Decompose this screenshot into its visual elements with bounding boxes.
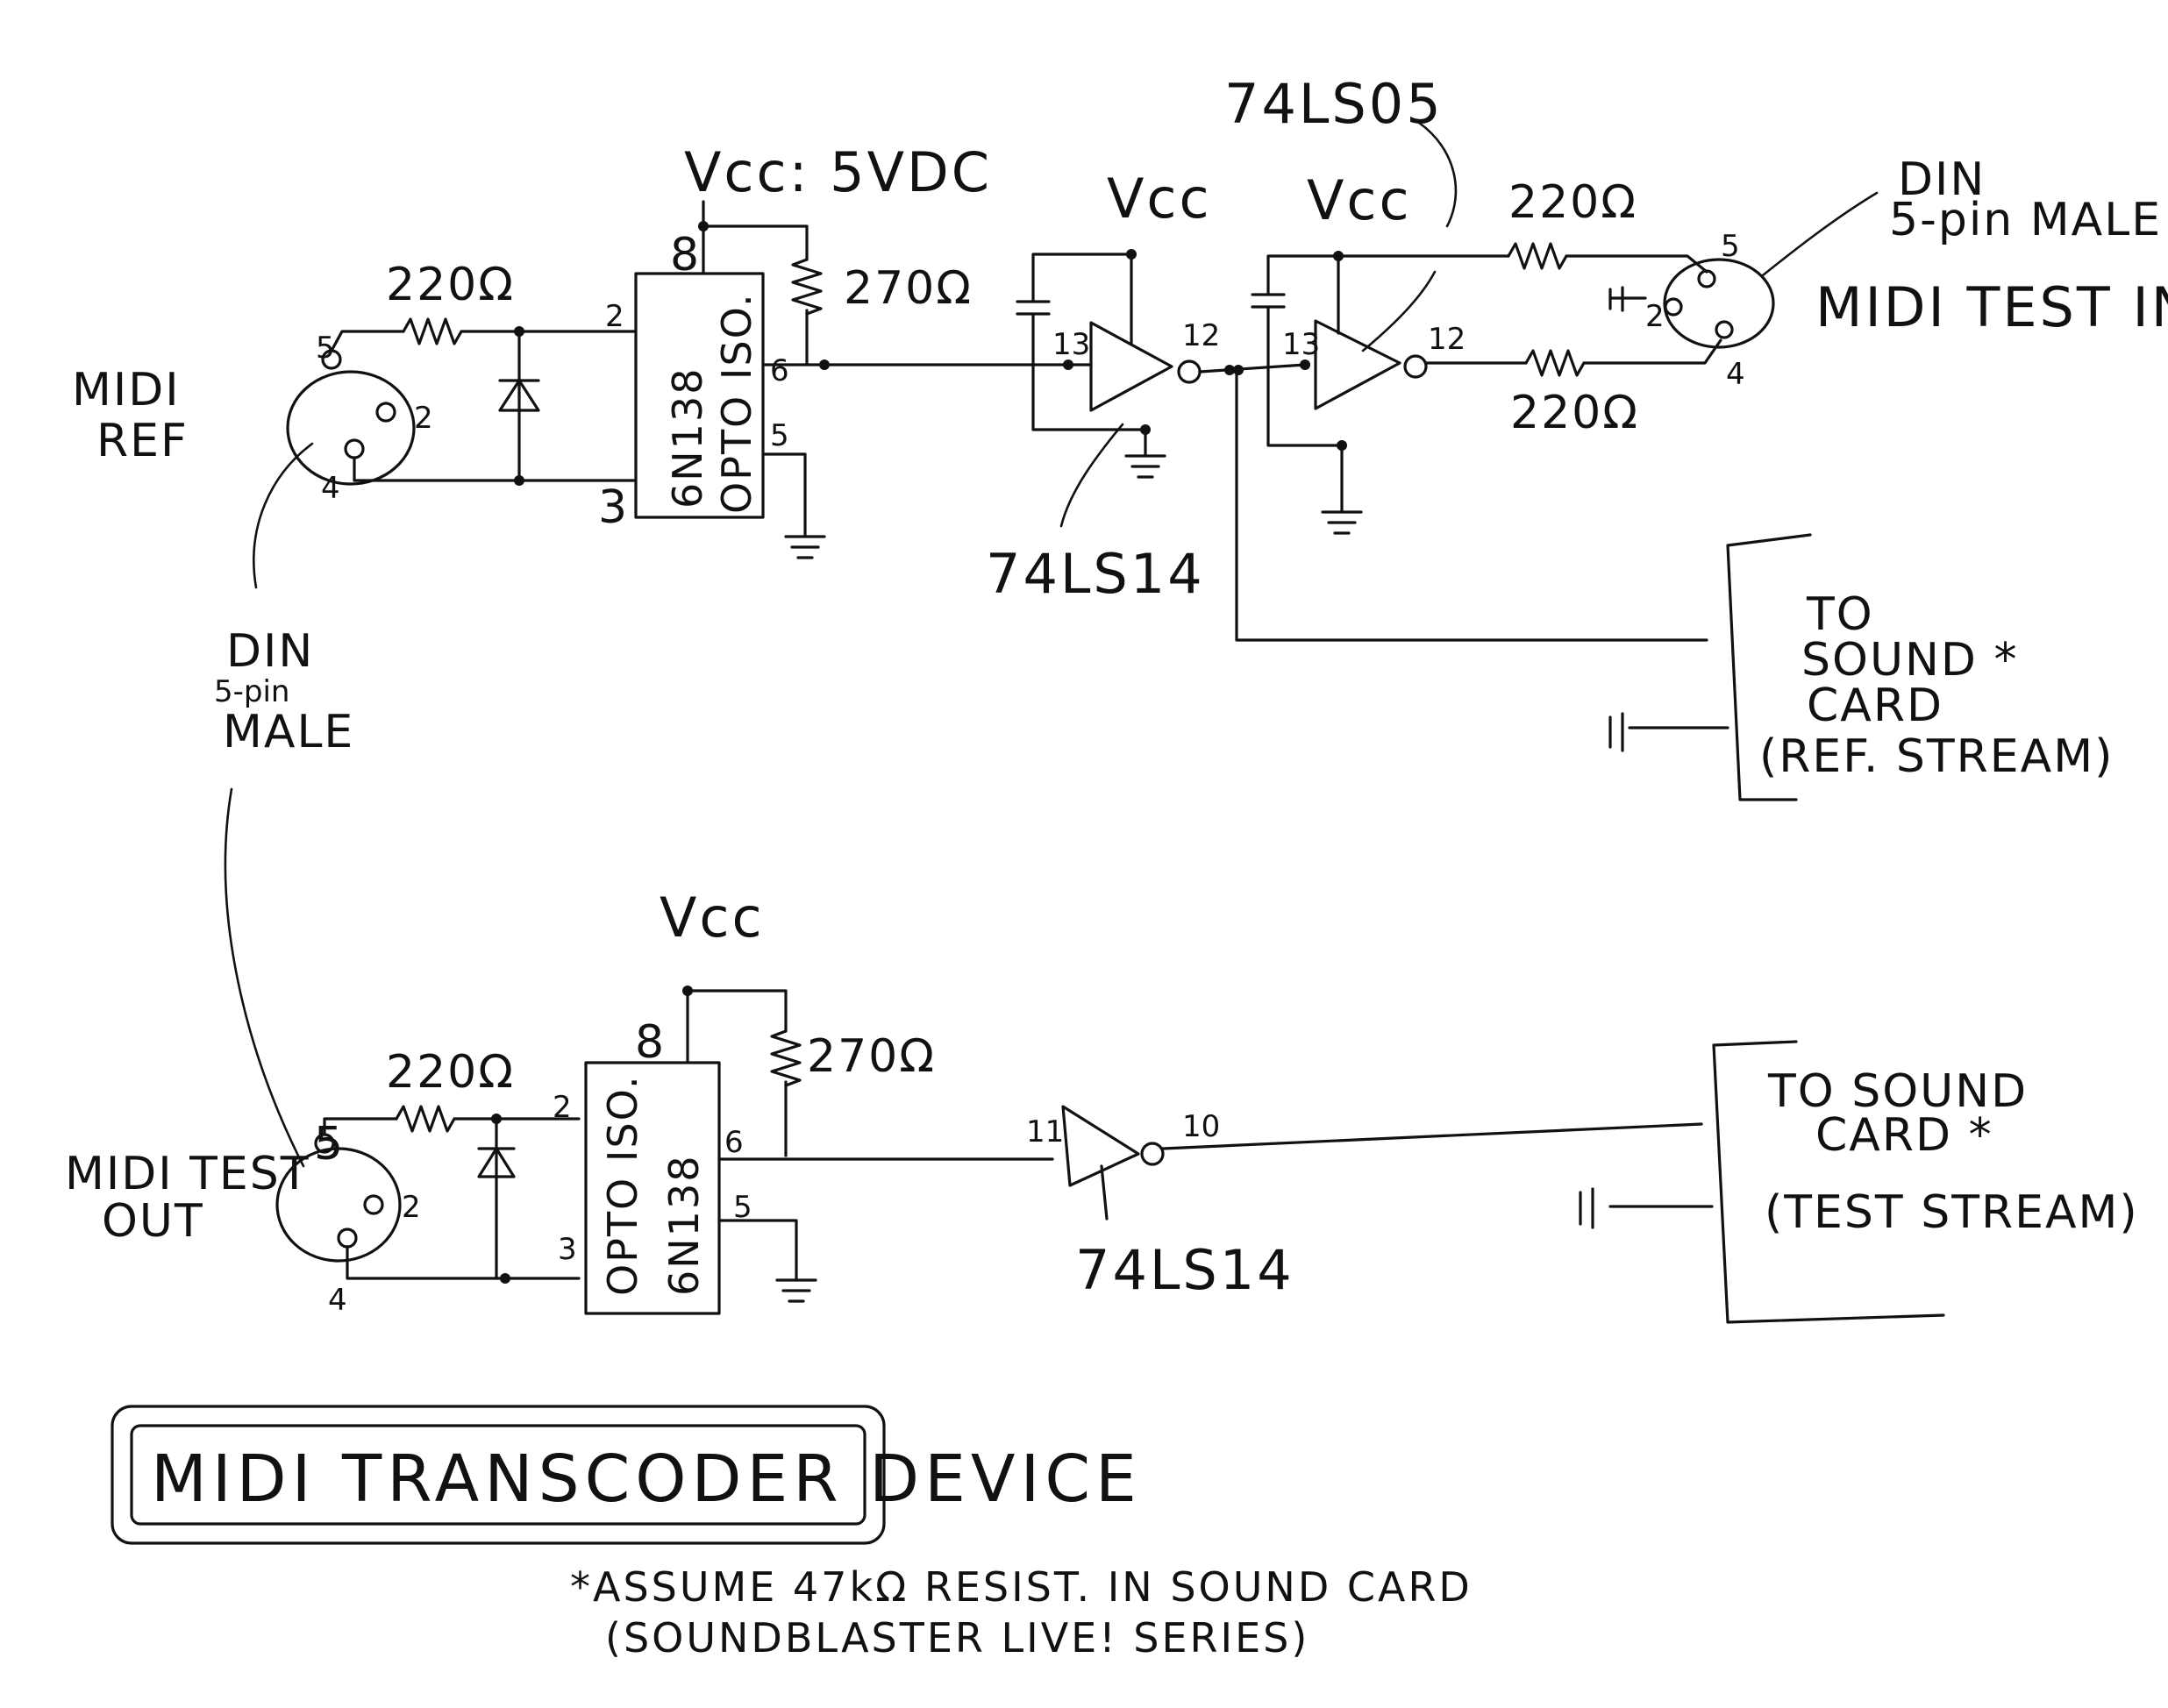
ref-output-line3: CARD [1807, 680, 1943, 732]
din-left-line3: MALE [223, 706, 354, 758]
vcc-5vdc-label: Vcc: 5VDC [684, 140, 992, 204]
ls14-bottom-pin10: 10 [1182, 1109, 1220, 1144]
midi-test-in-pin5: 5 [1721, 229, 1740, 264]
opto-top-pin2: 2 [605, 299, 624, 334]
opto-top-label: OPTO ISO. [713, 292, 760, 514]
ref-output-line4: (REF. STREAM) [1759, 730, 2114, 783]
title-block: MIDI TRANSCODER DEVICE [111, 1405, 1142, 1545]
din-right-label-2: 5-pin MALE [1889, 194, 2162, 246]
midi-ref-din-connector [286, 370, 416, 486]
ref-output-line2: SOUND * [1801, 634, 2018, 687]
footnote: *ASSUME 47kΩ RESIST. IN SOUND CARD (SOUN… [570, 1563, 1473, 1662]
midi-ref-label-line2: REF [96, 415, 189, 467]
ref-output-line1: TO [1806, 588, 1874, 641]
opto-bottom-label: OPTO ISO. [599, 1074, 646, 1296]
midi-test-out-pin4: 4 [328, 1283, 347, 1318]
midi-test-in-connector: 5 2 4 MIDI TEST IN DIN 5-pin MALE [1608, 153, 2168, 392]
diode-test-out [477, 1147, 516, 1178]
midi-test-out-section: 5 2 4 MIDI TEST OUT 220Ω [65, 1046, 581, 1318]
ls14-bottom-part-label: 74LS14 [1075, 1238, 1294, 1302]
r220-label-test-in-b: 220Ω [1510, 387, 1639, 439]
buffer-74ls05: 13 12 Vcc 74LS05 220Ω 220Ω [1198, 72, 1722, 642]
ground-symbol-opto-bottom [775, 1278, 817, 1303]
ground-symbol-opto-top [784, 535, 826, 559]
ls05-part-label: 74LS05 [1224, 72, 1444, 136]
midi-test-in-pin2: 2 [1645, 299, 1665, 334]
footnote-line1: *ASSUME 47kΩ RESIST. IN SOUND CARD [570, 1563, 1473, 1611]
midi-ref-pin2-hole [375, 402, 396, 423]
schematic-title: MIDI TRANSCODER DEVICE [151, 1441, 1142, 1517]
ls05-pin13: 13 [1282, 327, 1320, 362]
midi-ref-label-line1: MIDI [72, 364, 181, 416]
midi-ref-pin5-label: 5 [316, 331, 335, 366]
r220-label-ref: 220Ω [386, 259, 515, 311]
opto-bottom-pin5: 5 [733, 1190, 752, 1225]
vcc-bottom-label: Vcc [660, 886, 765, 950]
r270-resistor-bottom [770, 1029, 802, 1087]
midi-ref-pin2-label: 2 [414, 401, 433, 436]
diode-ref [498, 379, 540, 412]
inverter-74ls14-top: 13 12 Vcc 74LS14 [986, 167, 1220, 606]
midi-ref-section: 5 2 4 MIDI REF 220Ω [72, 259, 638, 506]
ls14-top-pin13: 13 [1052, 327, 1090, 362]
opto-bottom-pin6: 6 [724, 1125, 744, 1160]
opto-bottom-part: 6N138 [660, 1155, 708, 1296]
midi-test-in-label: MIDI TEST IN [1815, 275, 2168, 339]
supply-top: Vcc: 5VDC 270Ω [684, 140, 1019, 559]
opto-bottom-pin3: 3 [558, 1232, 577, 1267]
midi-test-out-line1: MIDI TEST [65, 1148, 310, 1200]
ground-symbol-ls14-top [1124, 454, 1166, 479]
test-output-line2: CARD * [1815, 1109, 1993, 1162]
r220-resistor-test-out [395, 1105, 456, 1133]
midi-ref-pin4-hole [344, 438, 365, 459]
ls14-bottom-pin11: 11 [1026, 1114, 1064, 1149]
opto-bottom-pin2: 2 [553, 1090, 572, 1125]
ls14-top-pin12: 12 [1182, 318, 1220, 353]
opto-top-part: 6N138 [664, 367, 711, 509]
midi-test-out-pin5: 5 [314, 1118, 345, 1171]
ls14-top-part-label: 74LS14 [986, 542, 1205, 606]
test-in-shield-ground [1608, 286, 1647, 312]
opto-top-pin8: 8 [670, 229, 701, 281]
supply-bottom: Vcc 270Ω [660, 886, 1054, 1303]
opto-top-pin5: 5 [770, 418, 789, 453]
r220-label-test-out: 220Ω [386, 1046, 515, 1099]
opto-bottom-pin8: 8 [635, 1016, 666, 1069]
ls05-pin12: 12 [1428, 322, 1466, 357]
sound-card-ref-output: TO SOUND * CARD (REF. STREAM) [1608, 533, 2114, 801]
ls05-vcc-label: Vcc [1307, 168, 1412, 232]
ls14-top-vcc-label: Vcc [1107, 167, 1212, 231]
sound-card-test-output: TO SOUND CARD * (TEST STREAM) [1579, 1040, 2139, 1324]
din-left-annotation: DIN 5-pin MALE [214, 442, 354, 1168]
r270-resistor-top [791, 258, 823, 316]
midi-test-out-pin2: 2 [402, 1190, 421, 1225]
r220-resistor-ref [402, 317, 463, 345]
opto-isolator-top: 2 3 8 6 5 6N138 OPTO ISO. [598, 229, 789, 534]
opto-top-pin6: 6 [770, 353, 789, 388]
footnote-line2: (SOUNDBLASTER LIVE! SERIES) [605, 1614, 1309, 1662]
ground-symbol-ls05 [1321, 510, 1363, 535]
r270-label-bottom: 270Ω [807, 1030, 936, 1083]
test-output-line1: TO SOUND [1767, 1065, 2028, 1118]
r220-label-test-in-a: 220Ω [1508, 176, 1637, 229]
opto-top-pin3: 3 [598, 481, 629, 534]
r270-label-top: 270Ω [844, 262, 973, 315]
din-left-line1: DIN [226, 625, 314, 678]
din-left-line2: 5-pin [214, 674, 289, 709]
din-right-label-1: DIN [1898, 153, 1986, 206]
midi-test-out-line2: OUT [102, 1195, 204, 1248]
r220-resistor-test-in-a [1507, 242, 1568, 270]
opto-isolator-bottom: 2 3 8 6 5 OPTO ISO. 6N138 [553, 1016, 752, 1315]
r220-resistor-test-in-b [1524, 349, 1586, 377]
midi-test-in-pin4: 4 [1726, 357, 1745, 392]
test-output-line3: (TEST STREAM) [1765, 1186, 2139, 1239]
midi-ref-pin4-label: 4 [321, 471, 340, 506]
inverter-74ls14-bottom: 11 10 74LS14 [1026, 1105, 1703, 1302]
